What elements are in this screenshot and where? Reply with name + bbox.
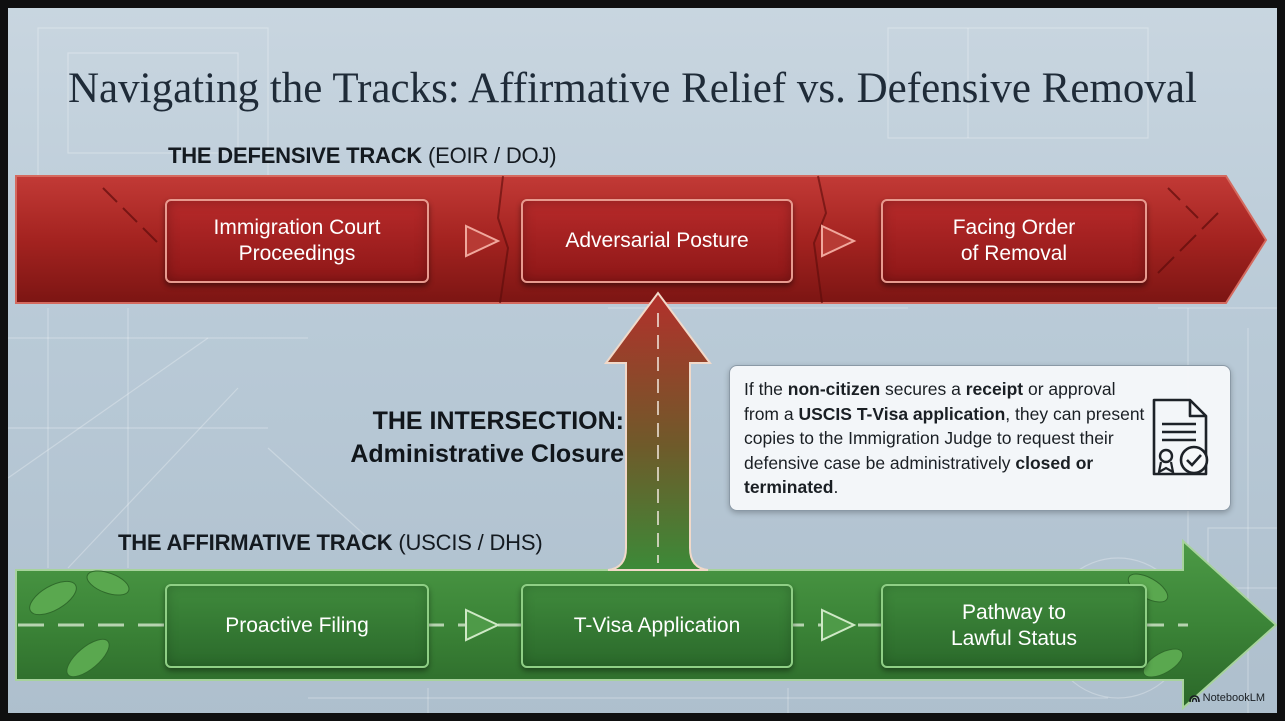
affirmative-track-label-suffix: (USCIS / DHS) — [392, 530, 543, 555]
defensive-step-order-of-removal: Facing Order of Removal — [881, 199, 1147, 283]
defensive-chevron-2 — [821, 224, 857, 258]
crack-mark — [812, 175, 828, 304]
administrative-closure-callout: If the non-citizen secures a receipt or … — [729, 365, 1231, 511]
affirmative-step-3-label: Pathway to Lawful Status — [950, 601, 1078, 650]
affirmative-track-label: THE AFFIRMATIVE TRACK (USCIS / DHS) — [118, 530, 543, 556]
callout-text-part-7: closed or terminated — [744, 452, 1094, 498]
defensive-step-court-proceedings: Immigration Court Proceedings — [165, 199, 429, 283]
affirmative-step-t-visa-application: T-Visa Application — [521, 584, 793, 668]
leaf-decoration — [29, 570, 1184, 678]
affirmative-step-proactive-filing: Proactive Filing — [165, 584, 429, 668]
affirmative-step-1-label: Proactive Filing — [225, 614, 369, 637]
defensive-chevron-1 — [465, 224, 501, 258]
defensive-step-3-label: Facing Order of Removal — [952, 216, 1076, 265]
callout-text-part-1: non-citizen — [787, 379, 881, 399]
defensive-step-1-label: Immigration Court Proceedings — [213, 216, 381, 265]
crack-mark — [496, 175, 510, 304]
callout-text: If the non-citizen secures a receipt or … — [744, 377, 1154, 500]
chain-decoration — [102, 187, 1219, 274]
callout-text-part-3: receipt — [965, 379, 1024, 399]
defensive-track-label-bold: THE DEFENSIVE TRACK — [168, 143, 423, 168]
defensive-step-adversarial-posture: Adversarial Posture — [521, 199, 793, 283]
callout-text-part-2: secures a — [880, 379, 966, 399]
defensive-track-label: THE DEFENSIVE TRACK (EOIR / DOJ) — [168, 143, 557, 169]
affirmative-step-lawful-status: Pathway to Lawful Status — [881, 584, 1147, 668]
brand-name: NotebookLM — [1202, 692, 1265, 704]
slide-title: Navigating the Tracks: Affirmative Relie… — [68, 65, 1197, 112]
affirmative-chevron-2 — [821, 608, 857, 642]
callout-text-part-6: , they can present copies to the Immigra… — [744, 403, 1145, 473]
callout-text-part-8: . — [833, 477, 839, 497]
defensive-step-2-label: Adversarial Posture — [565, 229, 749, 252]
affirmative-track-label-bold: THE AFFIRMATIVE TRACK — [118, 530, 393, 555]
brand-watermark: NotebookLM — [1188, 692, 1265, 704]
callout-text-part-5: USCIS T-Visa application — [798, 403, 1006, 424]
intersection-label: THE INTERSECTION: Administrative Closure — [298, 405, 624, 471]
intersection-title: THE INTERSECTION: — [372, 407, 624, 435]
defensive-track-label-suffix: (EOIR / DOJ) — [422, 143, 557, 168]
affirmative-step-2-label: T-Visa Application — [573, 614, 741, 637]
callout-text-part-0: If the — [744, 379, 788, 399]
notebooklm-logo-icon — [1188, 694, 1200, 702]
affirmative-chevron-1 — [465, 608, 501, 642]
callout-text-part-4: or approval from a — [744, 379, 1116, 424]
document-certificate-icon — [1152, 398, 1209, 476]
intersection-subtitle: Administrative Closure — [350, 440, 624, 468]
